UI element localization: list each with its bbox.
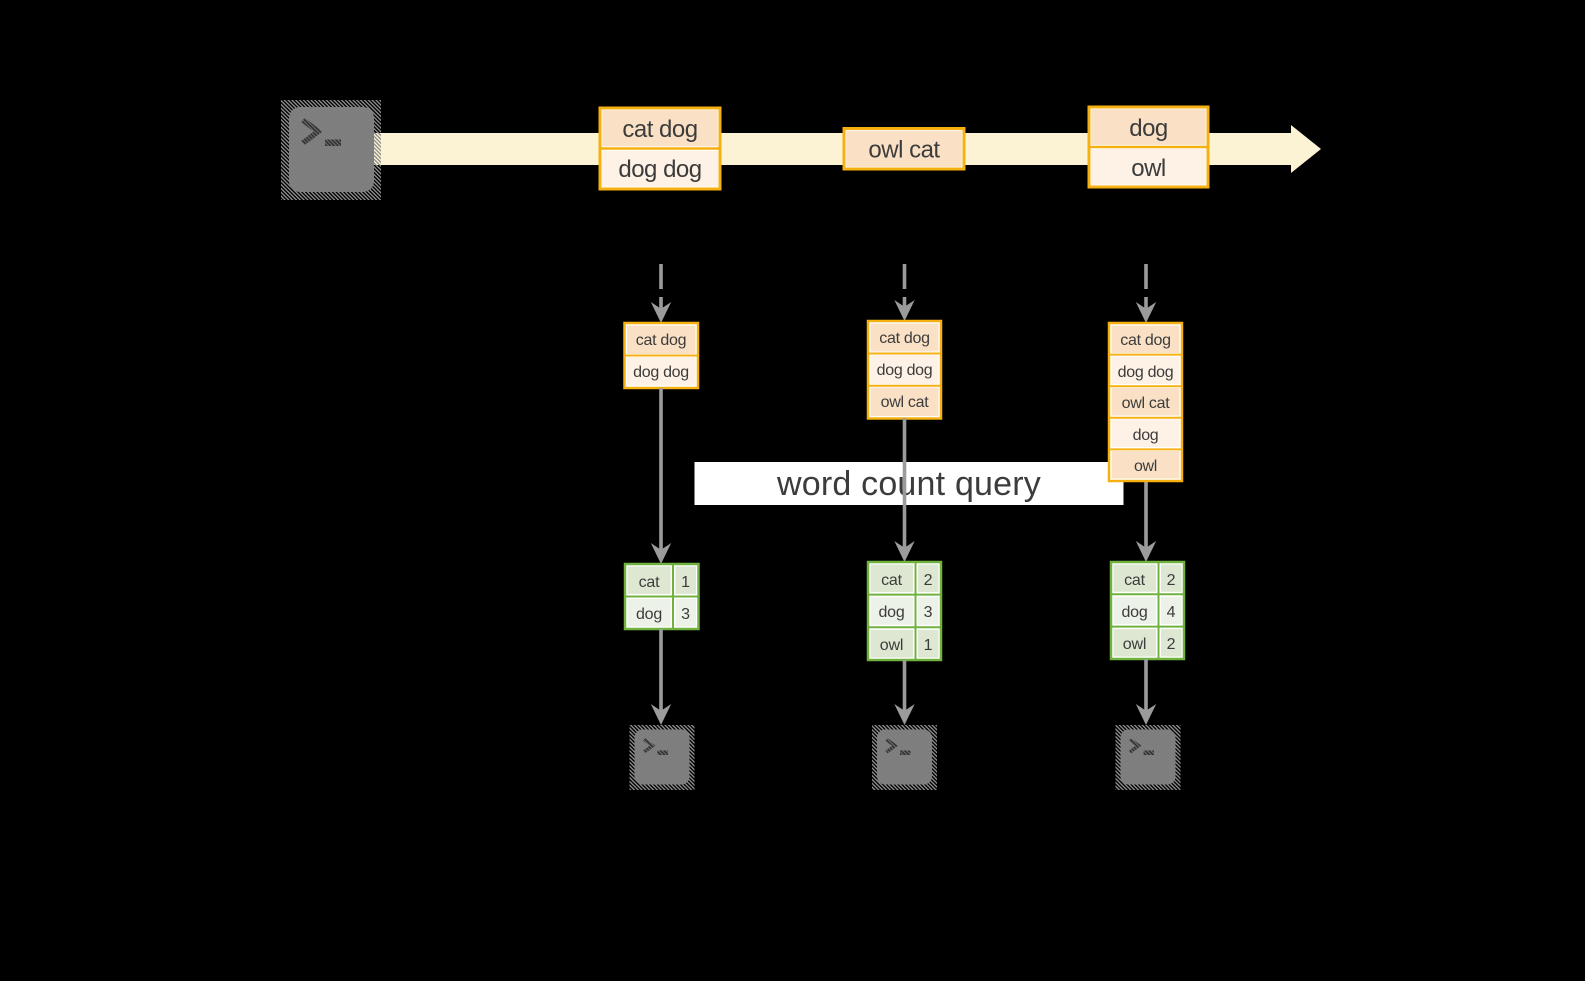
svg-text:3: 3 — [924, 604, 933, 621]
svg-text:dog dog: dog dog — [633, 364, 689, 381]
svg-text:dog: dog — [878, 604, 904, 621]
svg-text:dog: dog — [1121, 604, 1147, 621]
svg-text:1: 1 — [681, 574, 690, 591]
svg-text:1: 1 — [924, 637, 933, 654]
svg-text:dog dog: dog dog — [877, 362, 933, 379]
svg-text:owl cat: owl cat — [1122, 395, 1171, 412]
svg-text:dog dog: dog dog — [618, 156, 701, 183]
svg-text:cat: cat — [1124, 572, 1145, 589]
svg-text:dog: dog — [1129, 115, 1168, 142]
svg-text:dog: dog — [1133, 427, 1159, 444]
svg-text:dog: dog — [636, 606, 662, 623]
svg-text:4: 4 — [1167, 604, 1176, 621]
svg-text:owl: owl — [1134, 458, 1157, 475]
svg-text:owl: owl — [1123, 636, 1146, 653]
svg-text:cat dog: cat dog — [1120, 332, 1170, 349]
svg-text:2: 2 — [1167, 636, 1176, 653]
svg-text:cat dog: cat dog — [636, 332, 686, 349]
svg-text:owl cat: owl cat — [881, 394, 930, 411]
svg-text:cat: cat — [639, 574, 660, 591]
svg-text:owl: owl — [1131, 155, 1166, 182]
svg-text:cat dog: cat dog — [622, 116, 697, 143]
svg-text:owl: owl — [880, 637, 903, 654]
svg-text:cat: cat — [881, 572, 902, 589]
svg-text:3: 3 — [681, 606, 690, 623]
svg-text:2: 2 — [924, 572, 933, 589]
svg-text:word count query: word count query — [776, 465, 1041, 503]
svg-text:owl cat: owl cat — [868, 137, 940, 164]
svg-text:2: 2 — [1167, 572, 1176, 589]
svg-text:dog dog: dog dog — [1118, 364, 1174, 381]
svg-text:cat dog: cat dog — [879, 330, 929, 347]
